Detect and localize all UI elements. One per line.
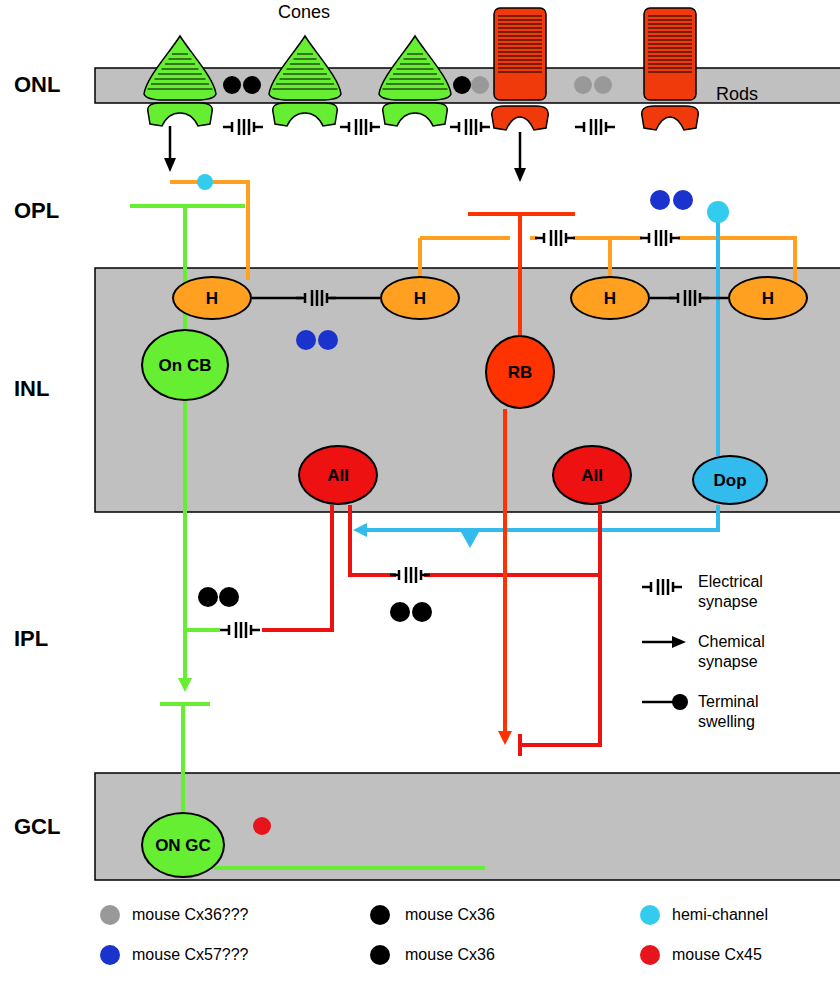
hemichannels	[197, 174, 729, 456]
photoreceptor-gap-junctions	[223, 117, 615, 137]
legend-text: mouse Cx45	[672, 945, 832, 965]
legend-swatch	[370, 905, 390, 925]
cell-connection	[185, 401, 332, 640]
legend-text: Terminal swelling	[698, 692, 793, 732]
gcl-band	[95, 773, 840, 880]
cell-label: ON GC	[155, 836, 211, 855]
photoreceptor-label: Rods	[716, 84, 758, 105]
legend-swatch	[100, 905, 120, 925]
legend-text: Chemical synapse	[698, 632, 793, 672]
connexin-dots	[198, 76, 693, 835]
layer-label: OPL	[14, 198, 59, 224]
legend-text: Electrical synapse	[698, 572, 793, 612]
layer-label: IPL	[14, 626, 48, 652]
cell-label: H	[206, 289, 218, 308]
cell-connection	[353, 505, 718, 548]
horizontal-cell: H	[570, 276, 650, 320]
legend-symbols	[642, 577, 688, 710]
on-ganglion-cell: ON GC	[141, 812, 225, 878]
layer-label: ONL	[14, 72, 60, 98]
cell-label: RB	[508, 363, 533, 382]
layer-label: INL	[14, 376, 49, 402]
horizontal-cell: H	[172, 276, 252, 320]
layer-label: GCL	[14, 814, 60, 840]
cell-label: Dop	[713, 471, 746, 490]
rod-bipolar-cell: RB	[485, 335, 555, 409]
legend-text: mouse Cx36	[405, 945, 625, 965]
legend-text: mouse Cx57???	[132, 945, 352, 965]
cell-connection	[252, 288, 380, 308]
horizontal-dendrites	[170, 182, 797, 283]
cell-connection	[350, 505, 600, 585]
cone-cells	[144, 36, 451, 126]
legend-swatch	[640, 945, 660, 965]
legend-text: mouse Cx36???	[132, 905, 352, 925]
cell-connection	[650, 288, 728, 308]
dopaminergic-cell: Dop	[692, 455, 768, 505]
inl-band	[95, 268, 840, 512]
aii-amacrine-cell: AII	[298, 445, 378, 505]
on-cone-bipolar-cell: On CB	[141, 329, 229, 401]
ganglion-axon	[214, 866, 485, 870]
legend-text: hemi-channel	[672, 905, 832, 925]
horizontal-cell: H	[728, 276, 808, 320]
cell-label: H	[414, 289, 426, 308]
aii-amacrine-cell: AII	[552, 445, 632, 505]
disc-stripes	[148, 16, 693, 89]
legend-text: mouse Cx36	[405, 905, 625, 925]
bipolar-dendrites	[130, 206, 575, 336]
photoreceptor-synapses	[164, 126, 526, 182]
cell-label: AII	[581, 466, 603, 485]
horizontal-gap-junctions	[535, 228, 680, 248]
cell-label: On CB	[159, 356, 212, 375]
horizontal-cell: H	[380, 276, 460, 320]
cell-label: AII	[327, 466, 349, 485]
photoreceptor-label: Cones	[278, 2, 330, 23]
rod-cells	[492, 8, 699, 130]
cell-label: H	[762, 289, 774, 308]
cell-label: H	[604, 289, 616, 308]
legend-swatch	[640, 905, 660, 925]
legend-swatch	[370, 945, 390, 965]
legend-swatch	[100, 945, 120, 965]
